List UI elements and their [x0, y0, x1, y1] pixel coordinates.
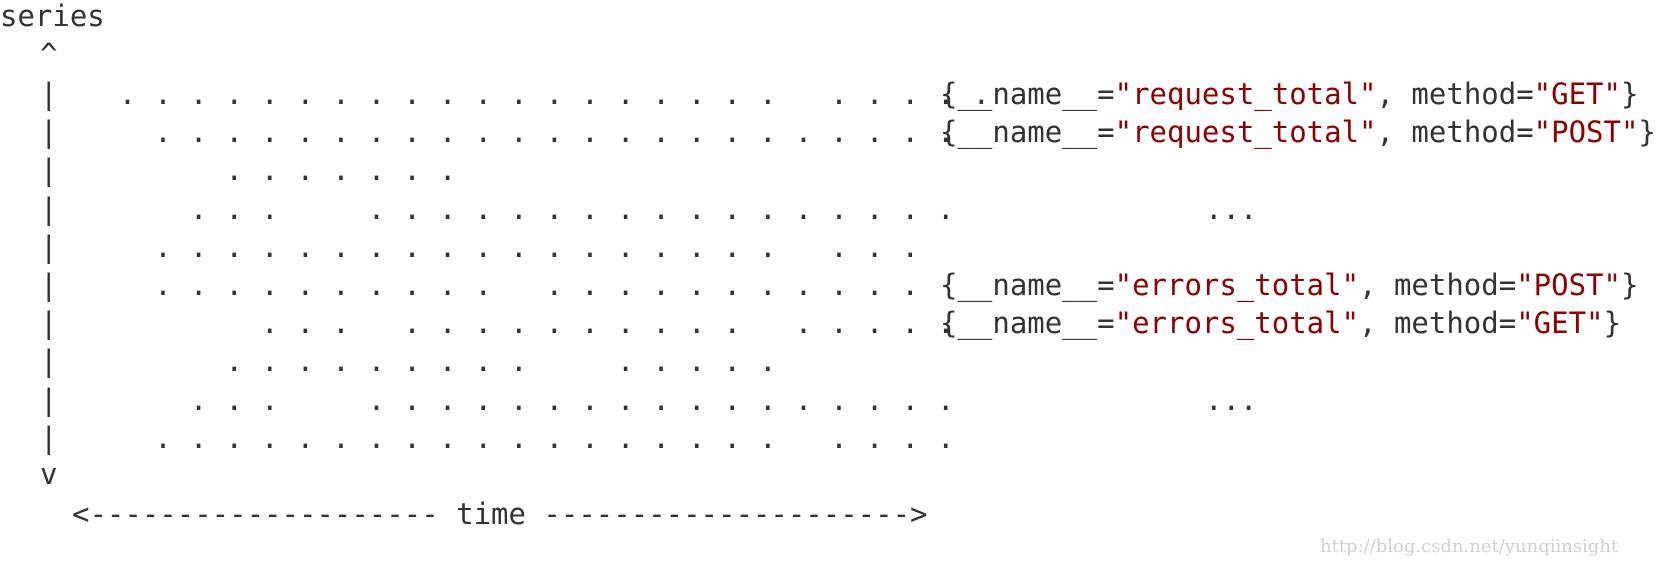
sample-dots-row: . . . . . . . . . . . . . . . . . .: [95, 306, 954, 341]
sample-dots-row: . . . . . . . . . . . . . . . . . . . . …: [95, 229, 919, 264]
label-close-brace: }: [1620, 77, 1639, 111]
label-method-value: "POST": [1516, 268, 1621, 302]
y-axis-bar: |: [40, 344, 58, 379]
sample-dots-row: . . . . . . .: [95, 153, 456, 188]
y-axis-bar: |: [40, 115, 58, 150]
sample-dots-row: . . . . . . . . . . . . . . . . . . . .: [95, 382, 955, 417]
sample-dots-row: . . . . . . . . . . . . . . . . . . . . …: [95, 268, 919, 302]
sample-dots-row: . . . . . . . . . . . . . . . . . . . . …: [95, 77, 990, 111]
y-axis-bar: |: [40, 382, 58, 417]
more-series-ellipsis: ...: [1205, 191, 1258, 226]
y-axis-bar: |: [40, 420, 58, 455]
label-method-key: , method=: [1376, 77, 1534, 111]
series-label: {__name__="errors_total", method="GET"}: [940, 303, 1621, 343]
more-series-ellipsis: ...: [1205, 382, 1258, 417]
label-method-value: "GET": [1533, 77, 1621, 111]
y-axis-bar: |: [40, 229, 58, 264]
y-axis-bar: |: [40, 77, 58, 111]
y-axis-bar: |: [40, 191, 58, 226]
x-axis-time: <-------------------- time -------------…: [72, 497, 928, 531]
label-metric-name: "errors_total": [1114, 306, 1360, 341]
label-name-key: {__name__=: [940, 268, 1115, 302]
y-axis-bar: |: [40, 268, 58, 302]
series-label: {__name__="errors_total", method="POST"}: [940, 265, 1638, 305]
label-name-key: {__name__=: [940, 306, 1115, 341]
label-method-key: , method=: [1359, 268, 1517, 302]
label-method-key: , method=: [1376, 115, 1534, 150]
y-axis-label: series: [0, 0, 105, 33]
sample-dots-row: . . . . . . . . . . . . . . . . . . . .: [95, 191, 955, 226]
label-metric-name: "request_total": [1114, 77, 1377, 111]
label-close-brace: }: [1620, 268, 1639, 302]
label-close-brace: }: [1638, 115, 1656, 150]
y-axis-bar: |: [40, 306, 58, 341]
y-axis-bottom-arrow: v: [40, 457, 58, 491]
watermark: http://blog.csdn.net/yunqiinsight: [1320, 536, 1619, 557]
label-method-value: "POST": [1533, 115, 1639, 150]
series-label: {__name__="request_total", method="POST"…: [940, 112, 1656, 152]
label-metric-name: "errors_total": [1114, 268, 1360, 302]
y-axis-bar: |: [40, 153, 58, 188]
sample-dots-row: . . . . . . . . . . . . . . . . . . . . …: [95, 420, 954, 455]
label-close-brace: }: [1603, 306, 1621, 341]
label-name-key: {__name__=: [940, 77, 1115, 111]
label-metric-name: "request_total": [1114, 115, 1377, 150]
sample-dots-row: . . . . . . . . . . . . . .: [95, 344, 776, 379]
series-label: {__name__="request_total", method="GET"}: [940, 74, 1638, 114]
label-name-key: {__name__=: [940, 115, 1115, 150]
sample-dots-row: . . . . . . . . . . . . . . . . . . . . …: [95, 115, 954, 150]
label-method-value: "GET": [1516, 306, 1604, 341]
label-method-key: , method=: [1359, 306, 1517, 341]
y-axis-top-arrow: ^: [40, 37, 58, 71]
